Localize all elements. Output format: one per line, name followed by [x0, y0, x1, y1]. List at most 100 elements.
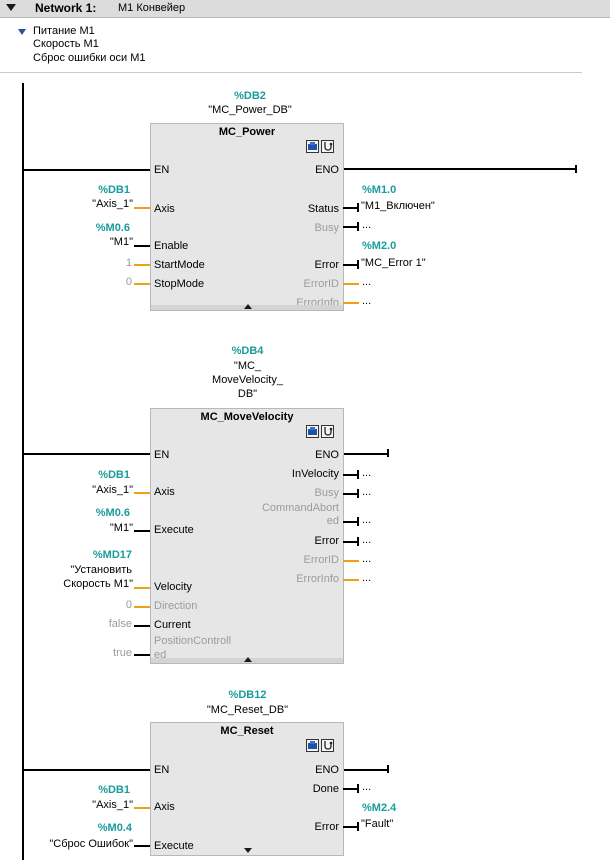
operand-value[interactable]: false [108, 618, 132, 630]
db-address[interactable]: %DB12 [228, 689, 267, 701]
operand-value[interactable]: ... [362, 467, 372, 479]
comment-line[interactable]: Питание M1 [33, 25, 95, 37]
operand-address[interactable]: %DB1 [98, 784, 130, 796]
operand-name[interactable]: "Axis_1" [92, 484, 133, 496]
diagnostics-icon[interactable] [321, 140, 334, 153]
pin-eno[interactable]: ENO [315, 164, 339, 176]
network-header[interactable]: Network 1: M1 Конвейер [0, 0, 610, 18]
operand-address[interactable]: %M2.0 [362, 240, 397, 252]
operand-value[interactable]: ... [362, 514, 372, 526]
operand-name[interactable]: "Сброс Ошибок" [49, 838, 133, 850]
power-rail [22, 83, 24, 860]
operand-name[interactable]: "M1" [109, 236, 133, 248]
operand-address[interactable]: %M1.0 [362, 184, 397, 196]
operand-address[interactable]: %M2.4 [362, 802, 397, 814]
mc-power-block[interactable]: MC_Power EN ENO Axis Enable StartMode St… [150, 123, 344, 311]
pin-en[interactable]: EN [154, 764, 170, 776]
operand-value[interactable]: ... [362, 781, 372, 793]
pin-busy[interactable]: Busy [314, 487, 339, 499]
pin-enable[interactable]: Enable [154, 240, 189, 252]
collapse-block-icon[interactable] [244, 657, 252, 662]
operand-value[interactable]: 0 [125, 599, 132, 611]
expand-block-icon[interactable] [244, 848, 252, 853]
db-name[interactable]: MoveVelocity_ [212, 374, 283, 386]
pin-error[interactable]: Error [314, 821, 339, 833]
output-wire [343, 493, 359, 495]
operand-name[interactable]: "MC_Error 1" [361, 257, 426, 269]
online-icon[interactable] [306, 425, 319, 438]
collapse-arrow-icon[interactable] [6, 4, 16, 11]
operand-value[interactable]: 1 [125, 257, 132, 269]
online-icon[interactable] [306, 140, 319, 153]
operand-value[interactable]: ... [362, 295, 372, 307]
network-name[interactable]: M1 Конвейер [118, 2, 186, 14]
pin-current[interactable]: Current [154, 619, 191, 631]
operand-name[interactable]: "Axis_1" [92, 198, 133, 210]
comment-line[interactable]: Скорость M1 [33, 38, 99, 50]
pin-status[interactable]: Status [307, 203, 339, 215]
pin-errorinfo[interactable]: ErrorInfo [296, 573, 339, 585]
pin-error[interactable]: Error [314, 259, 339, 271]
pin-done[interactable]: Done [312, 783, 339, 795]
pin-errorid[interactable]: ErrorID [303, 554, 339, 566]
operand-name[interactable]: "Установить [70, 564, 132, 576]
pin-eno[interactable]: ENO [315, 449, 339, 461]
operand-name[interactable]: "Axis_1" [92, 799, 133, 811]
operand-name[interactable]: "M1_Включен" [361, 200, 435, 212]
db-name[interactable]: "MC_Reset_DB" [206, 704, 289, 716]
operand-name[interactable]: Скорость M1" [63, 578, 133, 590]
pin-busy[interactable]: Busy [314, 222, 339, 234]
operand-name[interactable]: "M1" [109, 522, 133, 534]
operand-value[interactable]: ... [362, 219, 372, 231]
pin-direction[interactable]: Direction [154, 600, 198, 612]
pin-en[interactable]: EN [154, 449, 170, 461]
collapse-block-icon[interactable] [244, 304, 252, 309]
pin-errorid[interactable]: ErrorID [303, 278, 339, 290]
eno-wire [343, 453, 389, 455]
pin-stopmode[interactable]: StopMode [154, 278, 205, 290]
diagnostics-icon[interactable] [321, 425, 334, 438]
operand-value[interactable]: true [113, 647, 132, 659]
db-name[interactable]: DB" [237, 388, 258, 400]
operand-value[interactable]: ... [362, 572, 372, 584]
network-title: Network 1: [35, 1, 97, 15]
input-wire [134, 845, 150, 847]
pin-error[interactable]: Error [314, 535, 339, 547]
comment-collapse-icon[interactable] [18, 29, 26, 35]
operand-address[interactable]: %M0.6 [95, 222, 130, 234]
operand-address[interactable]: %M0.6 [95, 507, 130, 519]
pin-eno[interactable]: ENO [315, 764, 339, 776]
comment-line[interactable]: Сброс ошибки оси M1 [33, 52, 146, 64]
pin-positioncontrolled[interactable]: PositionControll [154, 635, 232, 647]
online-icon[interactable] [306, 739, 319, 752]
pin-velocity[interactable]: Velocity [154, 581, 192, 593]
operand-address[interactable]: %DB1 [98, 469, 130, 481]
operand-value[interactable]: ... [362, 276, 372, 288]
db-name[interactable]: "MC_Power_DB" [208, 104, 292, 116]
pin-startmode[interactable]: StartMode [154, 259, 205, 271]
db-address[interactable]: %DB2 [234, 90, 266, 102]
mc-reset-block[interactable]: MC_Reset EN ENO Done Axis Error Execute [150, 722, 344, 856]
db-address[interactable]: %DB4 [231, 345, 264, 357]
pin-invelocity[interactable]: InVelocity [291, 468, 339, 480]
pin-axis[interactable]: Axis [154, 486, 175, 498]
pin-commandaborted[interactable]: CommandAbort [261, 502, 339, 514]
db-name[interactable]: "MC_ [233, 360, 262, 372]
pin-execute[interactable]: Execute [154, 840, 194, 852]
pin-commandaborted[interactable]: ed [326, 515, 339, 527]
operand-address[interactable]: %M0.4 [97, 822, 132, 834]
operand-value[interactable]: ... [362, 534, 372, 546]
mc-movevelocity-block[interactable]: MC_MoveVelocity EN ENO InVelocity Busy C… [150, 408, 344, 664]
operand-address[interactable]: %DB1 [98, 184, 130, 196]
pin-execute[interactable]: Execute [154, 524, 194, 536]
operand-value[interactable]: 0 [125, 276, 132, 288]
pin-axis[interactable]: Axis [154, 801, 175, 813]
pin-en[interactable]: EN [154, 164, 170, 176]
pin-axis[interactable]: Axis [154, 203, 175, 215]
operand-address[interactable]: %MD17 [92, 549, 132, 561]
output-wire [343, 579, 359, 581]
diagnostics-icon[interactable] [321, 739, 334, 752]
operand-value[interactable]: ... [362, 486, 372, 498]
operand-name[interactable]: "Fault" [361, 818, 394, 830]
operand-value[interactable]: ... [362, 553, 372, 565]
